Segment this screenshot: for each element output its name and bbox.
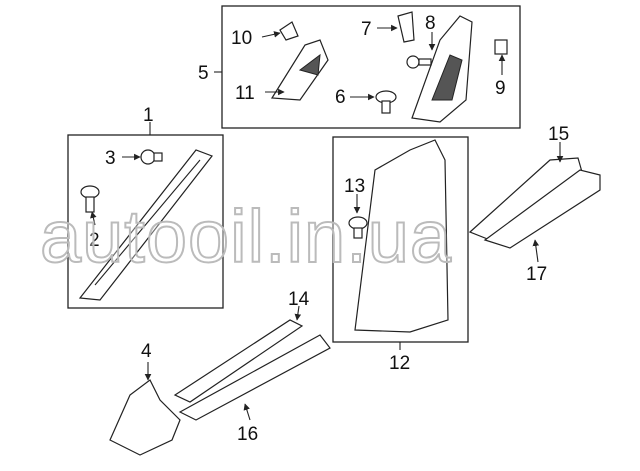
push-pin-part-6 [375, 90, 397, 114]
callout-9: 9 [495, 78, 506, 99]
rear-sill-trim-part-17 [483, 169, 601, 249]
callout-8: 8 [425, 13, 436, 34]
bracket-part-7 [397, 11, 415, 43]
clip-part-3 [140, 149, 163, 165]
callout-6: 6 [335, 87, 346, 108]
sill-trim-part-16 [178, 334, 331, 421]
group-box-1 [67, 134, 224, 309]
callout-15: 15 [548, 124, 569, 145]
callout-10: 10 [231, 28, 252, 49]
watermark: autooil.in.ua [40, 195, 452, 278]
kick-panel-part-4 [109, 379, 181, 456]
callout-12: 12 [389, 353, 410, 374]
clip-part-9 [494, 39, 508, 55]
callout-13: 13 [344, 176, 365, 197]
callout-5: 5 [198, 63, 209, 84]
callout-17: 17 [526, 264, 547, 285]
clip-part-10 [279, 21, 299, 41]
group-box-5 [221, 5, 521, 129]
push-pin-part-13 [348, 216, 368, 239]
screw-part-8 [406, 55, 432, 69]
callout-2: 2 [89, 230, 100, 251]
callout-4: 4 [141, 341, 152, 362]
push-pin-part-2 [80, 185, 100, 213]
callout-7: 7 [361, 19, 372, 40]
callout-3: 3 [105, 148, 116, 169]
callout-16: 16 [237, 424, 258, 445]
b-pillar-lower-trim-part-12 [354, 139, 449, 333]
callout-11: 11 [235, 83, 255, 104]
b-pillar-upper-trim-part-8 [411, 15, 473, 123]
callout-14: 14 [288, 289, 310, 310]
scuff-plate-part-14 [173, 319, 304, 403]
callout-1: 1 [143, 105, 154, 126]
